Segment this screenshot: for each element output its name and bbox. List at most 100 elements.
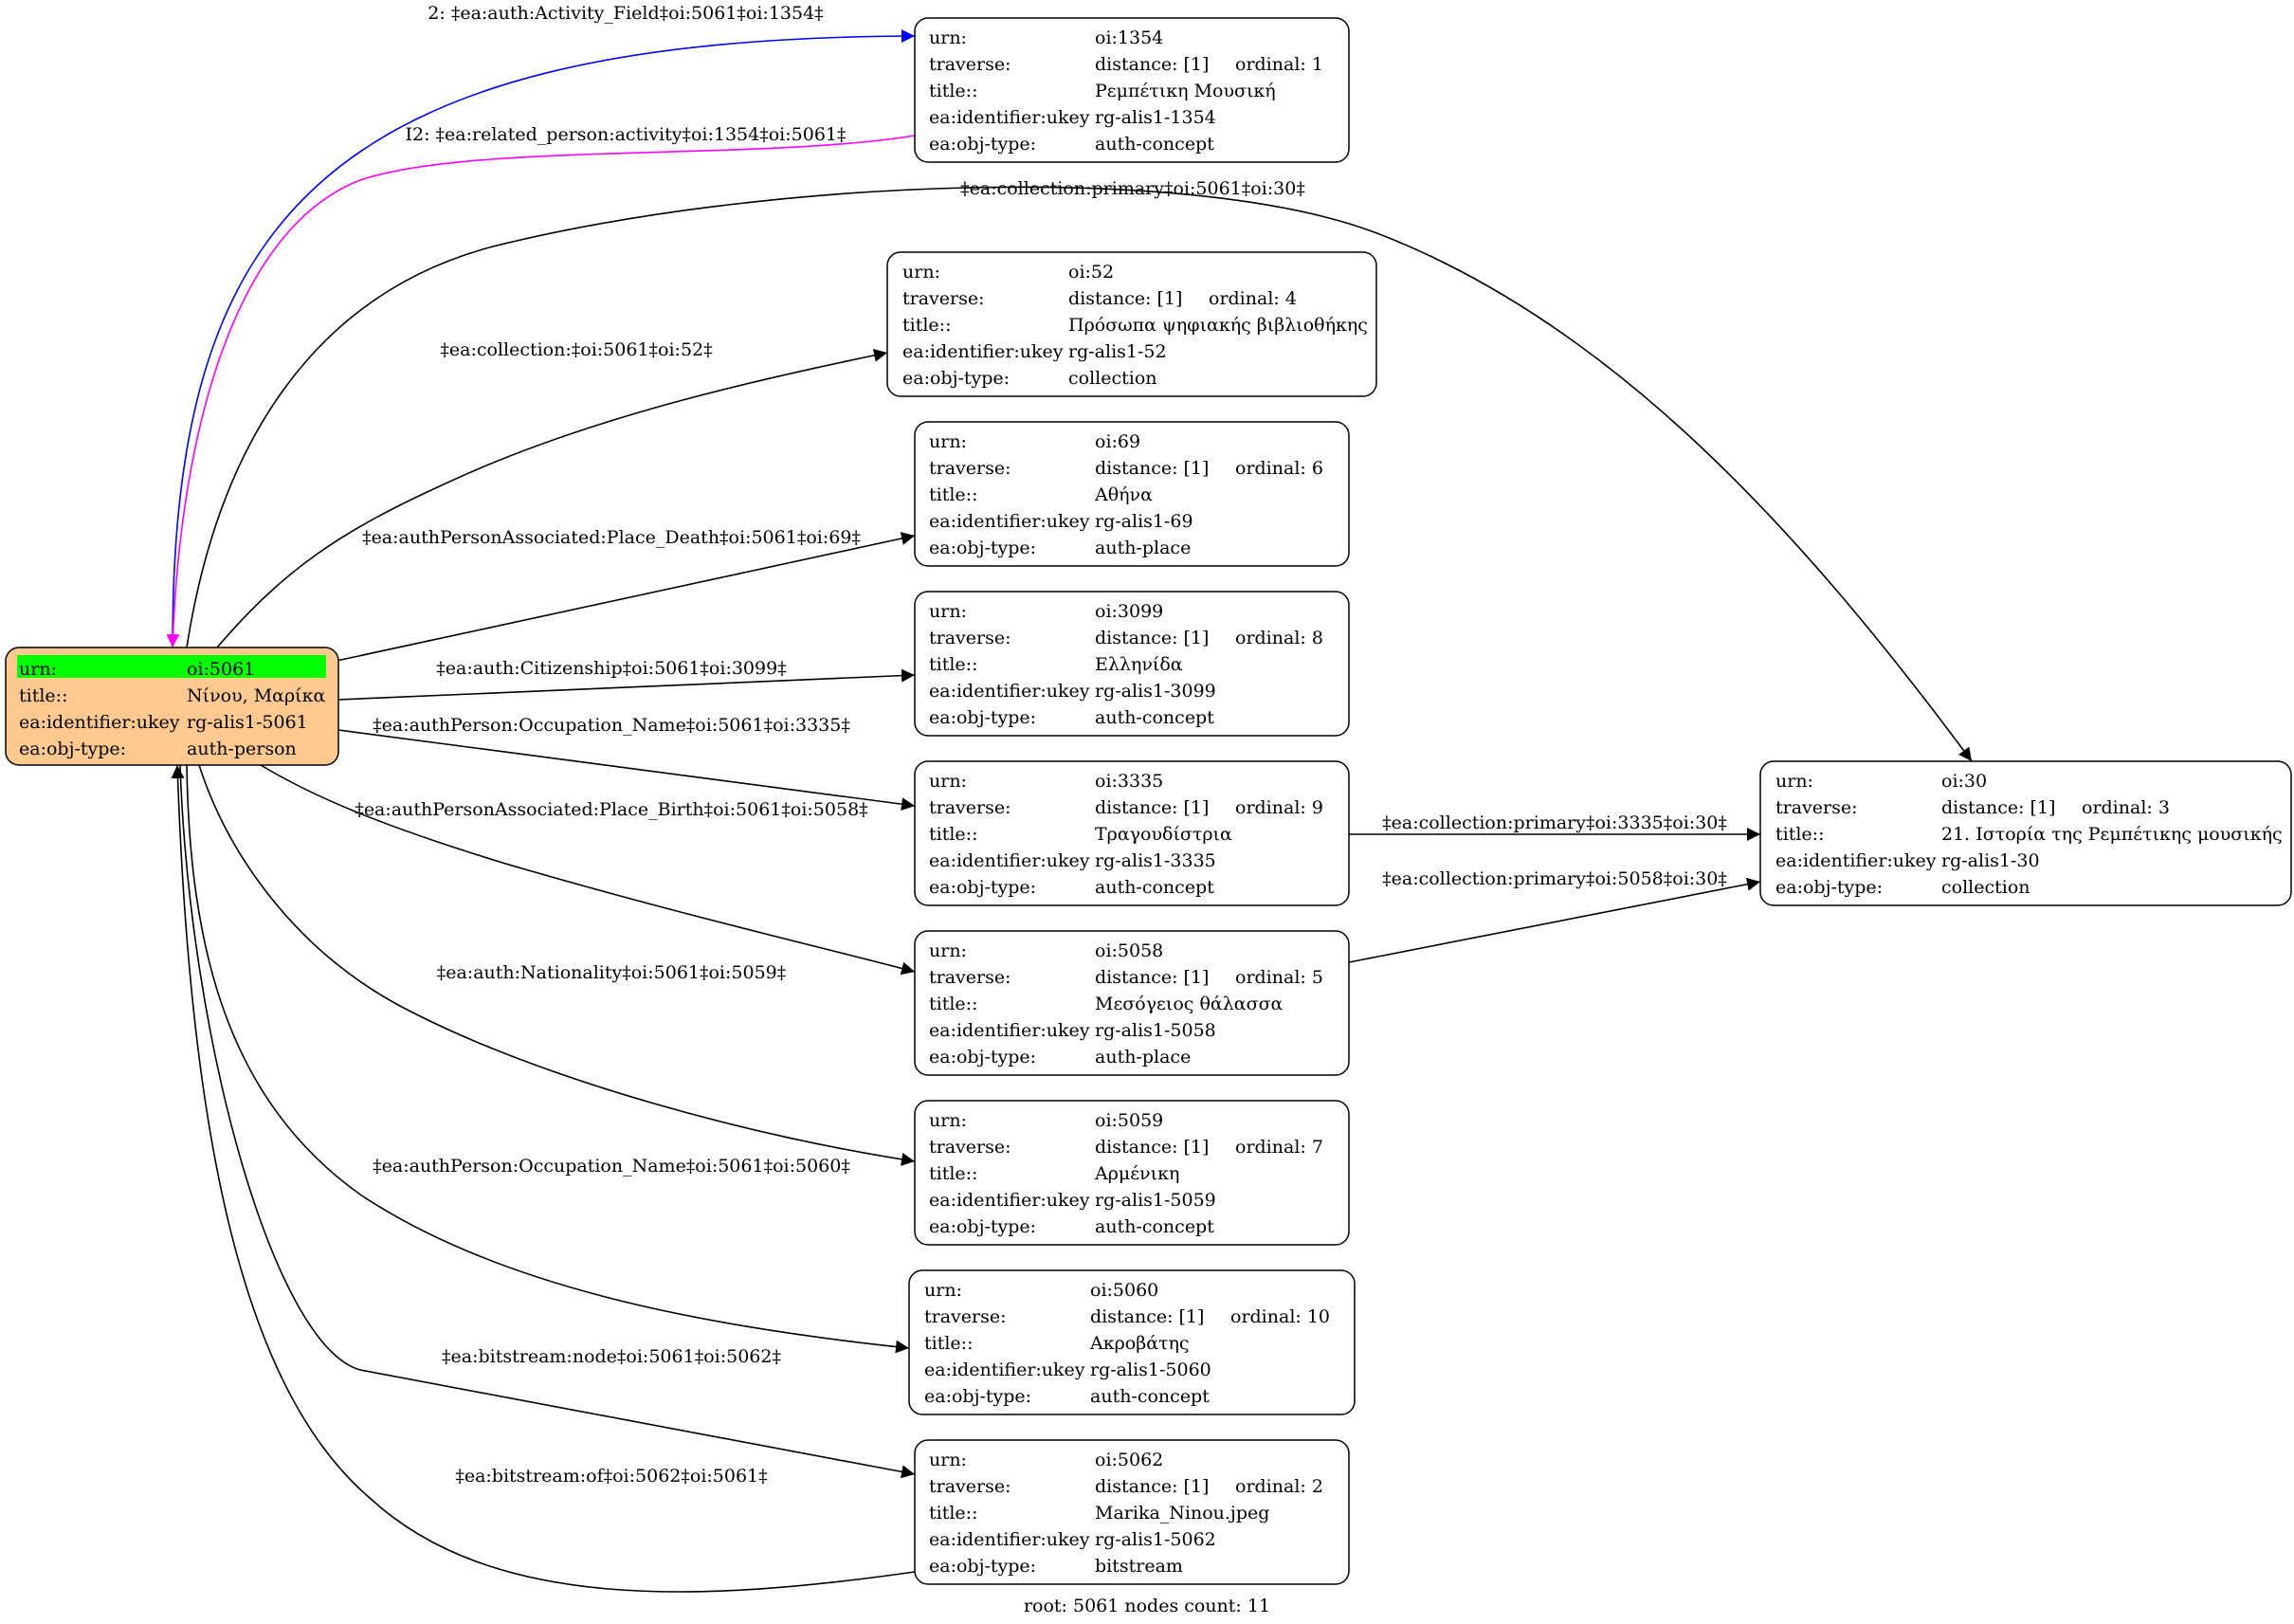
node-field-label: traverse: bbox=[929, 1476, 1011, 1497]
node-field-value: Ρεμπέτικη Μουσική bbox=[1095, 81, 1276, 101]
node-field-value: distance: [1] bbox=[1095, 1137, 1209, 1158]
node-field-label: ea:identifier:ukey bbox=[1775, 850, 1937, 871]
node-field-label: urn: bbox=[929, 27, 967, 48]
node-field-label: urn: bbox=[929, 940, 967, 961]
node-field-ordinal: ordinal: 1 bbox=[1235, 54, 1323, 75]
node-field-label: traverse: bbox=[1775, 797, 1858, 818]
node-field-label: urn: bbox=[929, 1110, 967, 1131]
edge-label: ‡ea:collection:primary‡oi:3335‡oi:30‡ bbox=[1382, 812, 1727, 833]
node-field-value: bitstream bbox=[1095, 1556, 1183, 1577]
node-field-ordinal: ordinal: 10 bbox=[1230, 1306, 1330, 1327]
node-field-value: distance: [1] bbox=[1095, 797, 1209, 818]
node-box bbox=[1759, 760, 2292, 906]
node-field-value: Νίνου, Μαρίκα bbox=[187, 685, 325, 706]
node-field-value: Αθήνα bbox=[1094, 484, 1153, 505]
node-field-label: urn: bbox=[19, 659, 57, 680]
node-field-label: ea:identifier:ukey bbox=[929, 1529, 1090, 1550]
node-field-ordinal: ordinal: 3 bbox=[2082, 797, 2170, 818]
node-box bbox=[914, 591, 1350, 737]
node-field-label: traverse: bbox=[929, 797, 1011, 818]
node-field-value: oi:5059 bbox=[1095, 1110, 1163, 1131]
edge-e5058 bbox=[260, 764, 916, 976]
node-field-ordinal: ordinal: 4 bbox=[1209, 288, 1297, 309]
node-oi-52[interactable]: urn: oi:52 traverse: distance: [1] ordinal: … bbox=[886, 251, 1377, 397]
node-field-label: title:: bbox=[924, 1333, 973, 1354]
node-field-label: title:: bbox=[929, 994, 977, 1014]
node-field-value: distance: [1] bbox=[1095, 1476, 1209, 1497]
node-field-value: Marika_Ninou.jpeg bbox=[1095, 1503, 1269, 1524]
node-field-label: urn: bbox=[929, 771, 967, 792]
node-field-label: title:: bbox=[19, 685, 67, 706]
node-field-label: ea:identifier:ukey bbox=[929, 850, 1090, 871]
edge-e30 bbox=[186, 186, 1973, 762]
node-field-label: ea:identifier:ukey bbox=[929, 1190, 1090, 1211]
edge-label: I2: ‡ea:related_person:activity‡oi:1354‡… bbox=[406, 124, 847, 145]
node-field-value: distance: [1] bbox=[1095, 628, 1209, 648]
node-box bbox=[908, 1269, 1356, 1415]
node-field-label: traverse: bbox=[929, 1137, 1011, 1158]
node-field-value: oi:69 bbox=[1095, 431, 1140, 452]
node-field-value: auth-place bbox=[1095, 1047, 1191, 1067]
node-field-value: Ελληνίδα bbox=[1095, 654, 1183, 675]
node-field-ordinal: ordinal: 2 bbox=[1235, 1476, 1323, 1497]
node-field-value: auth-person bbox=[187, 739, 297, 759]
node-field-label: ea:identifier:ukey bbox=[924, 1359, 1085, 1380]
node-field-label: urn: bbox=[929, 431, 967, 452]
edge-label: ‡ea:authPerson:Occupation_Name‡oi:5061‡o… bbox=[373, 1156, 850, 1177]
node-field-value: Ακροβάτης bbox=[1089, 1333, 1190, 1354]
node-field-value: auth-place bbox=[1095, 538, 1191, 558]
node-field-ordinal: ordinal: 5 bbox=[1235, 967, 1323, 988]
node-box bbox=[914, 421, 1350, 567]
node-field-value: collection bbox=[1068, 368, 1157, 389]
node-field-label: title:: bbox=[929, 484, 977, 505]
node-field-value: distance: [1] bbox=[1090, 1306, 1204, 1327]
node-field-label: urn: bbox=[902, 262, 940, 283]
node-field-value: rg-alis1-1354 bbox=[1095, 107, 1216, 128]
node-field-label: traverse: bbox=[902, 288, 985, 309]
node-field-value: rg-alis1-5059 bbox=[1095, 1190, 1216, 1211]
node-field-label: ea:identifier:ukey bbox=[19, 712, 180, 733]
node-field-value: Μεσόγειος θάλασσα bbox=[1095, 994, 1284, 1014]
node-field-label: title:: bbox=[929, 1503, 977, 1524]
node-field-label: ea:obj-type: bbox=[1775, 877, 1883, 898]
node-field-label: ea:obj-type: bbox=[929, 877, 1036, 898]
node-field-value: oi:5062 bbox=[1095, 1450, 1163, 1470]
node-field-ordinal: ordinal: 6 bbox=[1235, 458, 1323, 479]
node-field-label: title:: bbox=[902, 315, 951, 336]
edge-e5059 bbox=[198, 764, 916, 1166]
node-field-value: oi:52 bbox=[1068, 262, 1114, 283]
node-field-label: urn: bbox=[1775, 771, 1813, 792]
node-field-label: ea:obj-type: bbox=[929, 1216, 1036, 1237]
edge-e3335 bbox=[337, 729, 916, 812]
node-field-label: traverse: bbox=[929, 628, 1011, 648]
node-field-value: distance: [1] bbox=[1095, 54, 1209, 75]
edge-label: ‡ea:collection:primary‡oi:5058‡oi:30‡ bbox=[1382, 868, 1727, 889]
node-field-value: rg-alis1-69 bbox=[1095, 511, 1193, 532]
edge-label: ‡ea:collection:‡oi:5061‡oi:52‡ bbox=[440, 339, 712, 360]
edge-e5062 bbox=[179, 764, 916, 1479]
node-field-label: traverse: bbox=[929, 967, 1011, 988]
node-field-value: distance: [1] bbox=[1068, 288, 1182, 309]
node-field-label: title:: bbox=[929, 654, 977, 675]
node-field-value: Αρμένικη bbox=[1094, 1163, 1179, 1184]
edge-e5062back bbox=[171, 764, 916, 1593]
node-field-ordinal: ordinal: 8 bbox=[1235, 628, 1323, 648]
node-field-ordinal: ordinal: 9 bbox=[1235, 797, 1323, 818]
node-field-label: title:: bbox=[1775, 824, 1824, 845]
edge-e5060 bbox=[186, 764, 910, 1354]
urn-highlight bbox=[184, 655, 326, 678]
node-field-value: rg-alis1-52 bbox=[1068, 341, 1167, 362]
node-field-label: ea:identifier:ukey bbox=[929, 681, 1090, 702]
node-field-value: 21. Ιστορία της Ρεμπέτικης μουσικής bbox=[1941, 824, 2283, 845]
node-box bbox=[914, 1100, 1350, 1246]
